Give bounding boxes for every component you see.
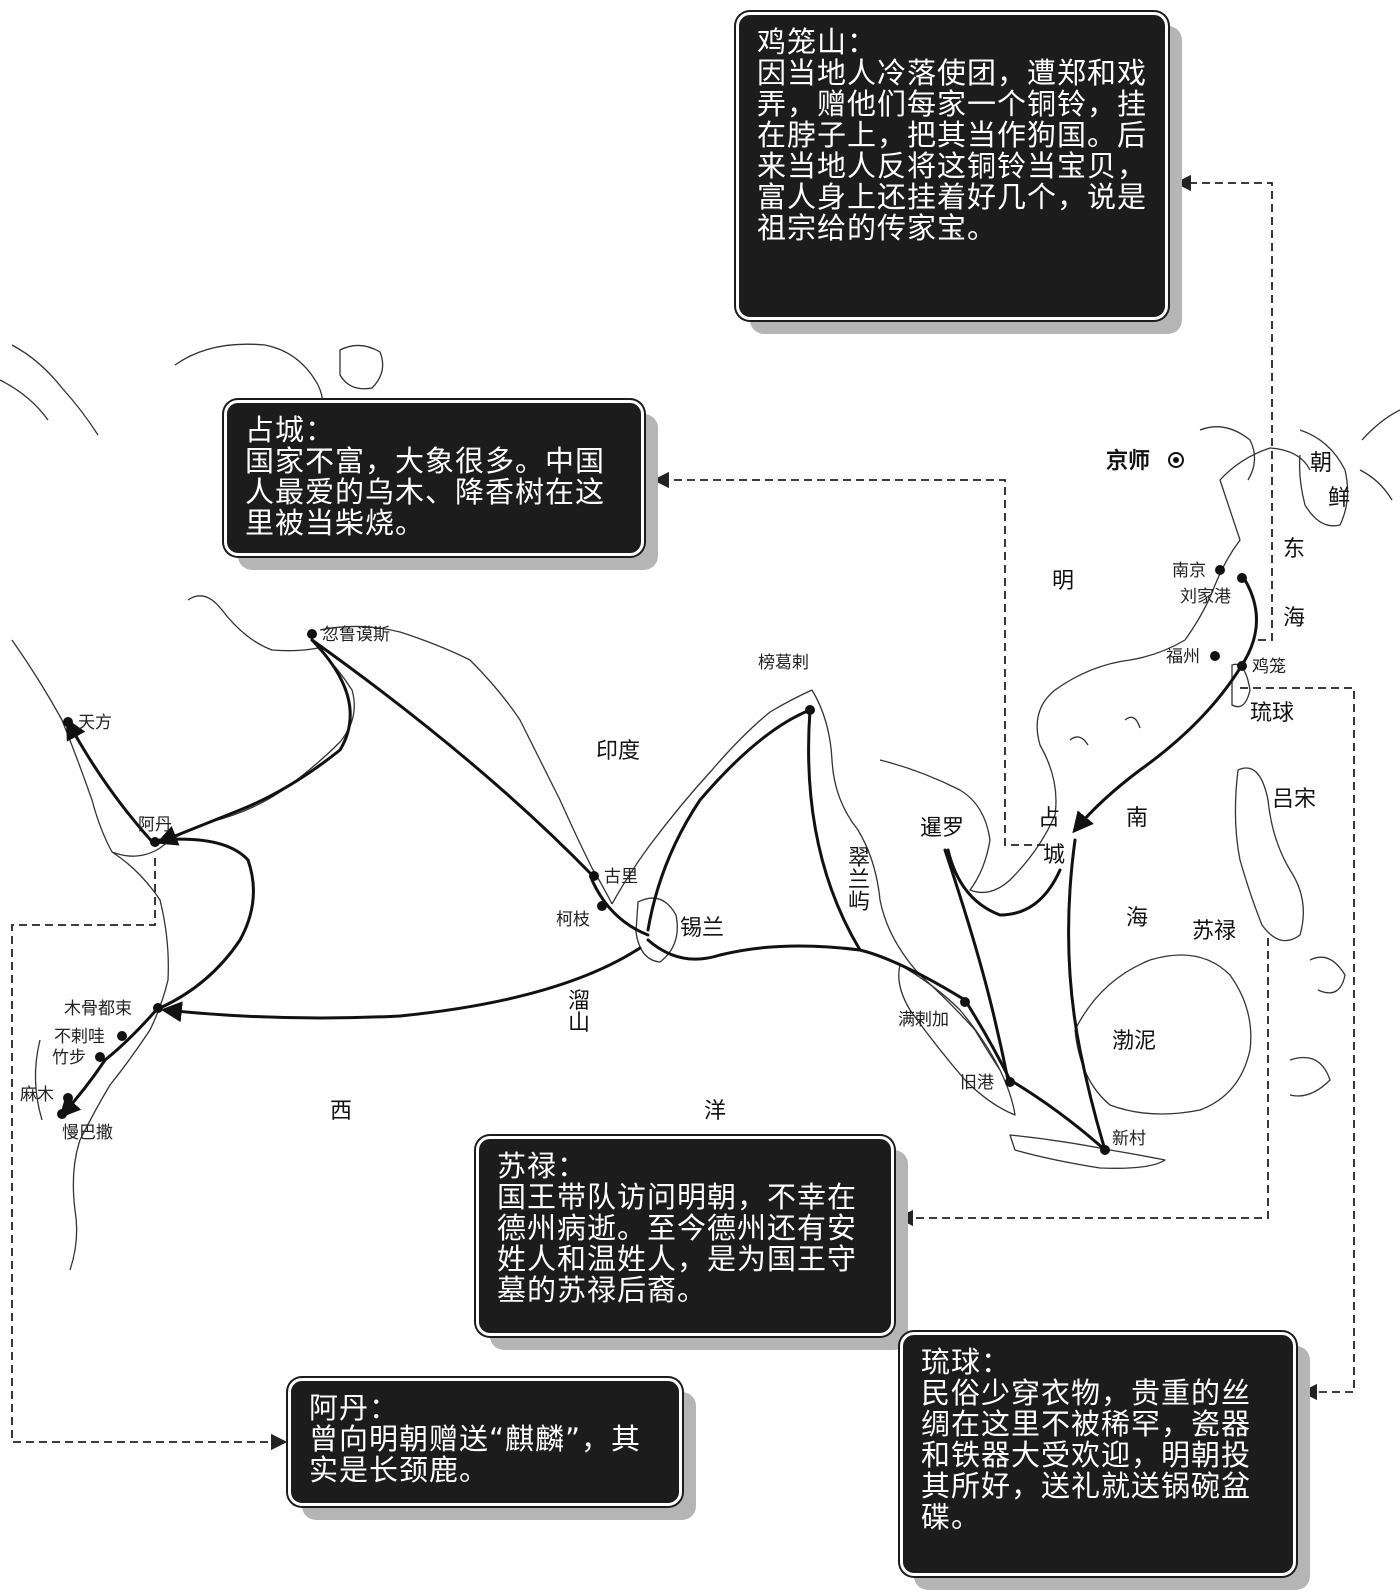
- route-palembang-to-malacca: [963, 998, 1012, 1082]
- region-label: 吕宋: [1272, 787, 1316, 812]
- info-box-aden: 阿丹： 曾向明朝赠送“麒麟”，其实是长颈鹿。: [288, 1378, 682, 1506]
- info-box-body: 曾向明朝赠送“麒麟”，其实是长颈鹿。: [309, 1422, 642, 1487]
- route-china-to-champa: [1072, 578, 1258, 834]
- route-ceylon-to-bengal: [646, 708, 812, 932]
- port-label: 天方: [78, 713, 112, 733]
- port-label: 榜葛剌: [758, 653, 809, 673]
- info-box-body: 国家不富，大象很多。中国人最爱的乌木、降香树在这里被当柴烧。: [245, 444, 606, 540]
- ports: 忽鲁谟斯 天方 阿丹 古里 柯枝 木骨都束 不剌哇 竹步 麻木 慢巴撒 榜葛剌 …: [20, 561, 1286, 1155]
- region-label: 东: [1283, 537, 1305, 562]
- info-box-body: 民俗少穿衣物，贵重的丝绸在这里不被稀罕，瓷器和铁器大受欢迎，明朝投其所好，送礼就…: [921, 1376, 1252, 1534]
- region-label: 城: [1043, 843, 1065, 868]
- leader-champa: [652, 471, 1045, 846]
- leader-ryukyu: [1240, 687, 1355, 1401]
- port-label: 麻木: [20, 1085, 54, 1105]
- port-label: 木骨都束: [64, 999, 132, 1019]
- region-label: 屿: [848, 890, 870, 915]
- port-label: 古里: [604, 867, 638, 887]
- port-label: 柯枝: [556, 910, 590, 930]
- region-label: 南: [1126, 806, 1148, 831]
- info-box-body: 国王带队访问明朝，不幸在德州病逝。至今德州还有安姓人和温姓人，是为国王守墓的苏禄…: [497, 1180, 858, 1307]
- port-label: 刘家港: [1180, 587, 1231, 607]
- port-label: 新村: [1112, 1129, 1146, 1149]
- info-box-sulu: 苏禄： 国王带队访问明朝，不幸在德州病逝。至今德州还有安姓人和温姓人，是为国王守…: [476, 1136, 894, 1336]
- port-label: 南京: [1172, 561, 1206, 581]
- region-label: 山: [568, 1011, 590, 1036]
- voyage-routes: [59, 578, 1258, 1152]
- region-label: 翠: [848, 846, 870, 871]
- port-label: 旧港: [960, 1073, 994, 1093]
- route-bengal-loop: [807, 708, 862, 952]
- info-box-jilong: 鸡笼山： 因当地人冷落使团，遭郑和戏弄，赠他们每家一个铜铃，挂在脖子上，把其当作…: [736, 12, 1168, 320]
- coastlines: [0, 343, 1400, 1271]
- region-label: 兰: [848, 868, 870, 893]
- route-aden-to-mogadishu: [158, 837, 255, 1010]
- region-label: 印度: [596, 739, 640, 764]
- capital-marker: 京师: [1106, 448, 1184, 474]
- info-box-title: 占城：: [245, 413, 336, 447]
- info-box-title: 阿丹：: [309, 1391, 400, 1425]
- route-champa-to-siam: [946, 848, 1062, 917]
- port-label: 阿丹: [138, 815, 172, 835]
- capital-label: 京师: [1106, 448, 1150, 474]
- route-java-to-palembang: [1008, 1078, 1107, 1152]
- region-labels: 明 朝 鲜 东 海 琉球 吕宋 南 海 苏禄 渤泥 占 城 暹罗 印度 锡兰 翠…: [330, 451, 1350, 1124]
- port-label: 鸡笼: [1252, 657, 1286, 677]
- port-label: 慢巴撒: [62, 1122, 113, 1143]
- info-box-title: 苏禄：: [497, 1149, 588, 1183]
- region-label: 西: [330, 1099, 352, 1124]
- region-label: 暹罗: [920, 816, 964, 841]
- leader-sulu: [896, 938, 1269, 1227]
- leader-aden: [11, 858, 288, 1451]
- region-label: 洋: [704, 1099, 726, 1124]
- info-box-title: 鸡笼山：: [757, 25, 878, 59]
- route-africa-coast: [59, 1006, 160, 1119]
- port-label: 满剌加: [898, 1010, 949, 1030]
- region-label: 苏禄: [1192, 919, 1236, 944]
- route-calicut-to-hormuz: [310, 638, 594, 877]
- region-label: 琉球: [1250, 701, 1294, 726]
- region-label: 海: [1126, 906, 1148, 931]
- region-label: 鲜: [1328, 486, 1350, 511]
- region-label: 朝: [1310, 451, 1332, 476]
- info-box-title: 琉球：: [921, 1345, 1012, 1379]
- port-label: 福州: [1166, 647, 1200, 667]
- route-champa-to-java: [1067, 838, 1107, 1152]
- route-ceylon-to-calicut: [590, 878, 650, 937]
- info-box-body: 因当地人冷落使团，遭郑和戏弄，赠他们每家一个铜铃，挂在脖子上，把其当作狗国。后来…: [757, 56, 1148, 245]
- route-siam-to-malacca: [943, 848, 1010, 1082]
- region-label: 海: [1283, 606, 1305, 631]
- port-label: 忽鲁谟斯: [322, 625, 390, 645]
- info-box-champa: 占城： 国家不富，大象很多。中国人最爱的乌木、降香树在这里被当柴烧。: [224, 400, 644, 556]
- route-malacca-to-ceylon: [646, 938, 967, 1002]
- port-label: 竹步: [52, 1048, 86, 1068]
- leader-lines: [11, 174, 1355, 1451]
- port-label: 不剌哇: [54, 1027, 105, 1047]
- region-label: 占: [1038, 806, 1060, 831]
- route-aden-to-mecca: [65, 718, 157, 847]
- region-label: 锡兰: [680, 916, 724, 941]
- region-label: 明: [1052, 569, 1074, 594]
- leader-jilong: [1174, 174, 1273, 641]
- route-ceylon-to-mogadishu: [160, 946, 642, 1023]
- region-label: 渤泥: [1112, 1029, 1156, 1054]
- region-label: 溜: [568, 989, 590, 1014]
- info-box-ryukyu: 琉球： 民俗少穿衣物，贵重的丝绸在这里不被稀罕，瓷器和铁器大受欢迎，明朝投其所好…: [900, 1332, 1296, 1576]
- route-hormuz-to-aden: [156, 638, 352, 846]
